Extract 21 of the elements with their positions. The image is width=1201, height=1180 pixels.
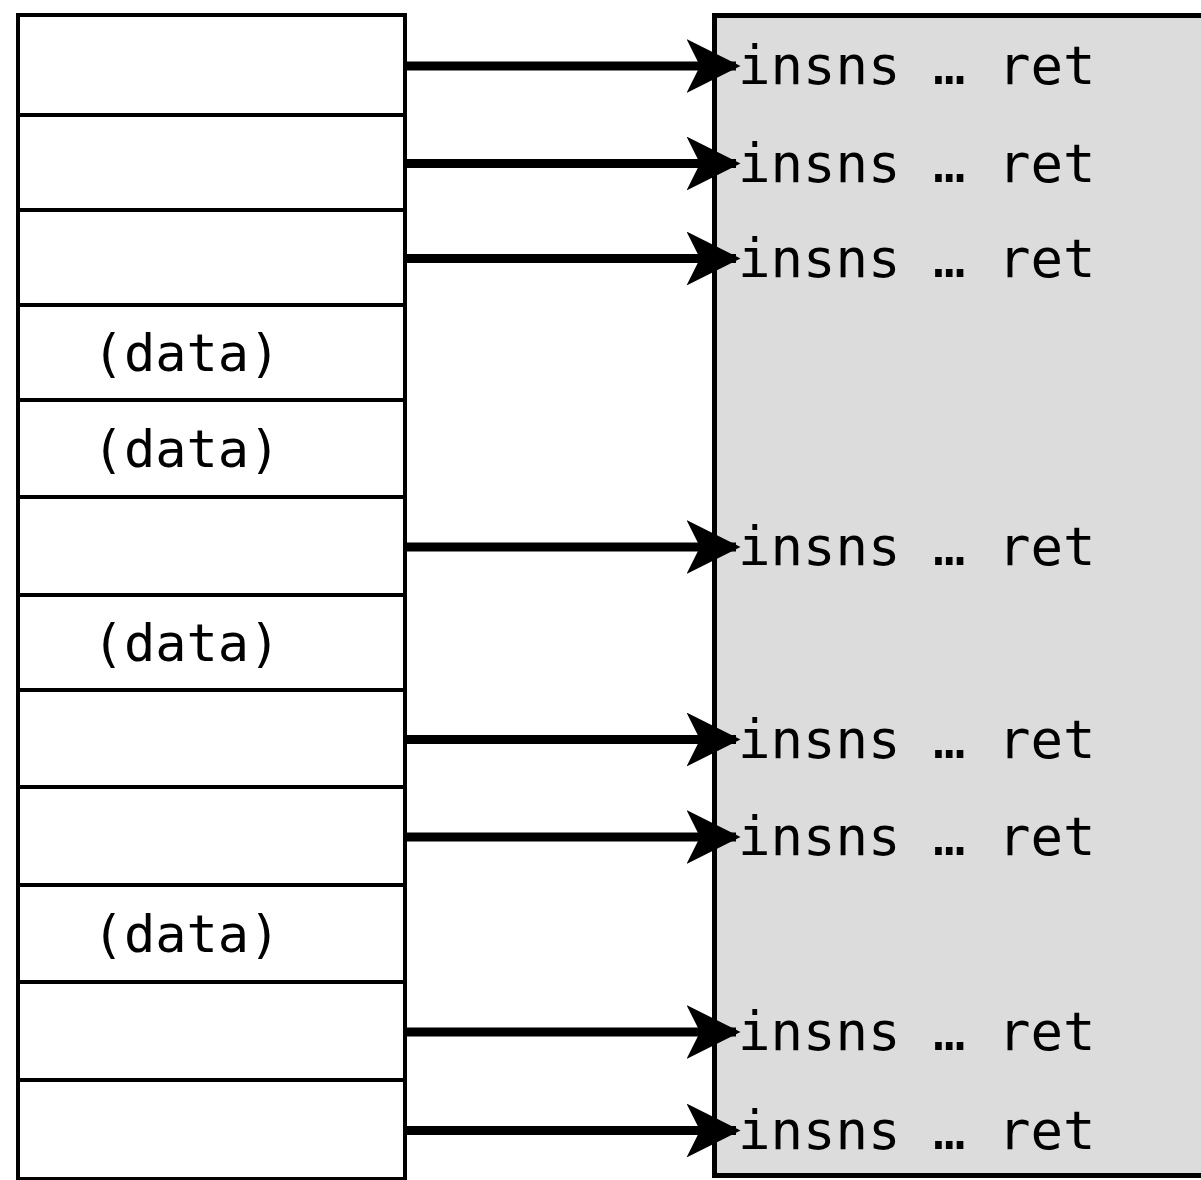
code-region: [712, 13, 1201, 1178]
arrow: [407, 1103, 741, 1158]
code-text: insns … ret: [738, 1005, 1096, 1059]
code-text: insns … ret: [738, 520, 1096, 574]
arrow: [407, 231, 741, 286]
arrow: [407, 810, 741, 864]
arrow: [407, 1005, 741, 1059]
arrow: [407, 712, 741, 767]
code-text: insns … ret: [738, 810, 1096, 864]
arrow: [407, 136, 741, 191]
cell-label: (data): [92, 418, 281, 479]
cell-label: (data): [92, 612, 281, 673]
code-text: insns … ret: [738, 136, 1096, 191]
code-text: insns … ret: [738, 231, 1096, 286]
arrow: [407, 520, 741, 574]
code-text: insns … ret: [738, 39, 1096, 93]
code-text: insns … ret: [738, 712, 1096, 767]
cell-label: (data): [92, 322, 281, 383]
arrow: [407, 39, 741, 93]
cell-label: (data): [92, 903, 281, 964]
code-text: insns … ret: [738, 1103, 1096, 1158]
